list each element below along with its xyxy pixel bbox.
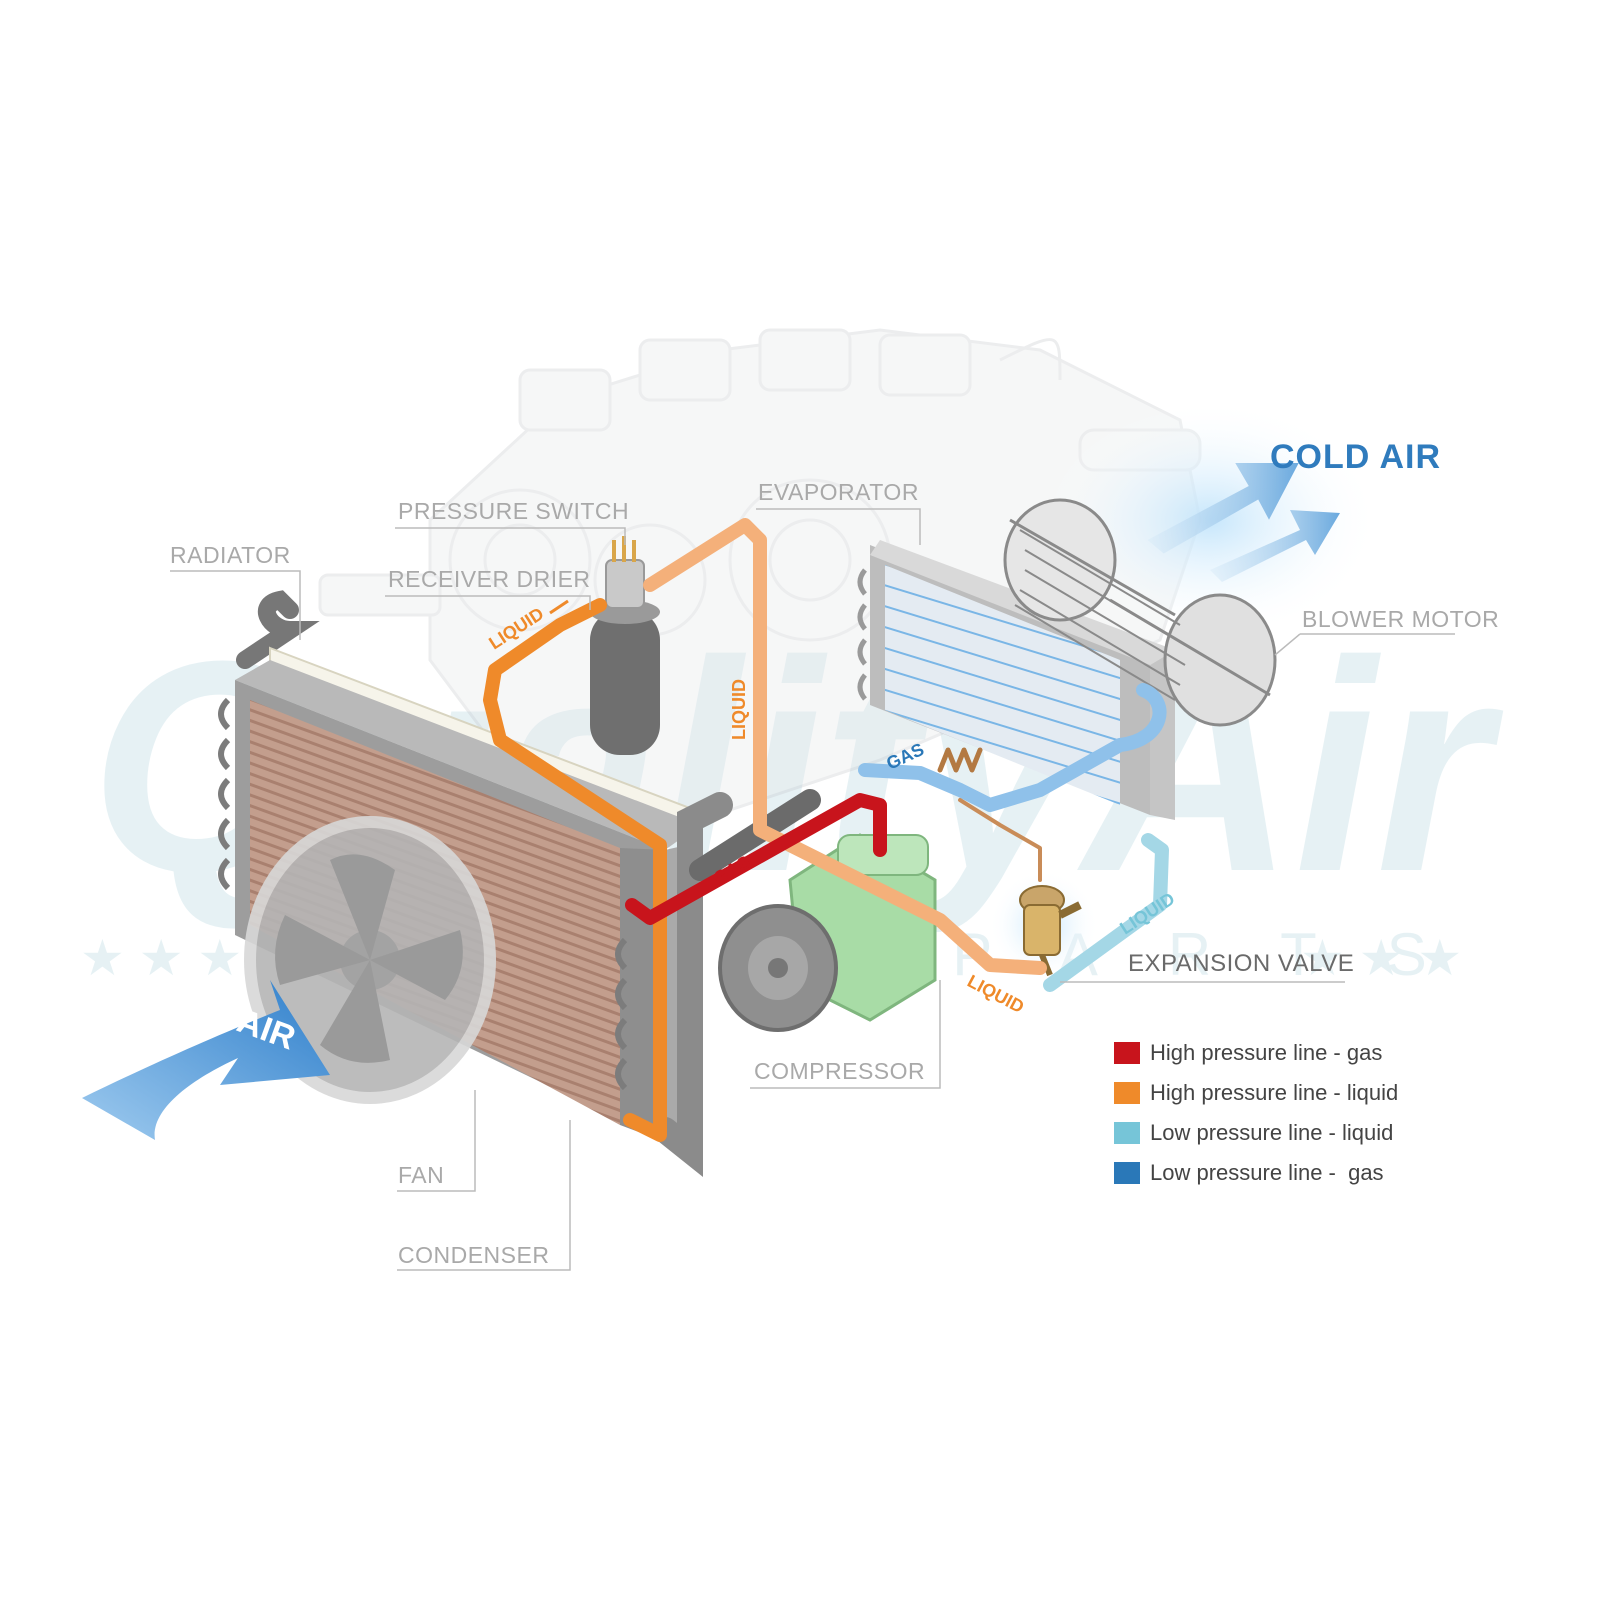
legend: High pressure line - gas High pressure l… — [1114, 1033, 1398, 1193]
legend-swatch — [1114, 1042, 1140, 1064]
legend-label: High pressure line - gas — [1150, 1040, 1383, 1065]
air-inflow-arrow: AIR — [82, 980, 330, 1140]
legend-label: Low pressure line - gas — [1150, 1160, 1384, 1185]
evaporator-label: EVAPORATOR — [758, 479, 919, 505]
fan — [244, 816, 496, 1104]
legend-item: Low pressure line - gas — [1114, 1153, 1398, 1193]
refrigerant-lines — [483, 518, 1169, 1142]
legend-swatch — [1114, 1122, 1140, 1144]
svg-text:LIQUID: LIQUID — [729, 679, 749, 740]
blower-motor — [1003, 498, 1277, 727]
line-high-gas — [625, 793, 887, 925]
pressure-switch-label: PRESSURE SWITCH — [398, 498, 630, 524]
legend-swatch — [1114, 1162, 1140, 1184]
radiator-label: RADIATOR — [170, 542, 291, 568]
legend-label: High pressure line - liquid — [1150, 1080, 1399, 1105]
line-high-liquid — [483, 598, 667, 1142]
leader-lines — [170, 508, 1455, 1271]
svg-text:★ ★ ★: ★ ★ ★ — [80, 930, 242, 986]
line-high-liquid-2 — [643, 518, 1047, 975]
legend-swatch — [1114, 1082, 1140, 1104]
fan-label: FAN — [398, 1162, 445, 1188]
svg-text:★ ★ ★: ★ ★ ★ — [1300, 930, 1462, 986]
legend-label: Low pressure line - liquid — [1150, 1120, 1394, 1145]
blower-motor-label: BLOWER MOTOR — [1302, 606, 1500, 632]
legend-item: High pressure line - gas — [1114, 1033, 1398, 1073]
cold-air-arrows — [1147, 463, 1340, 582]
condenser-label: CONDENSER — [398, 1242, 550, 1268]
line-low-gas — [858, 683, 1167, 812]
cold-air-label: COLD AIR — [1270, 438, 1442, 476]
compressor-label: COMPRESSOR — [754, 1058, 926, 1084]
legend-item: Low pressure line - liquid — [1114, 1113, 1398, 1153]
line-low-liquid — [1043, 833, 1169, 992]
expansion-valve-label: EXPANSION VALVE — [1128, 950, 1355, 977]
receiver-drier-label: RECEIVER DRIER — [388, 566, 591, 592]
compressor — [689, 789, 937, 1032]
legend-item: High pressure line - liquid — [1114, 1073, 1398, 1113]
receiver-drier — [590, 536, 660, 755]
expansion-valve — [989, 870, 1099, 980]
